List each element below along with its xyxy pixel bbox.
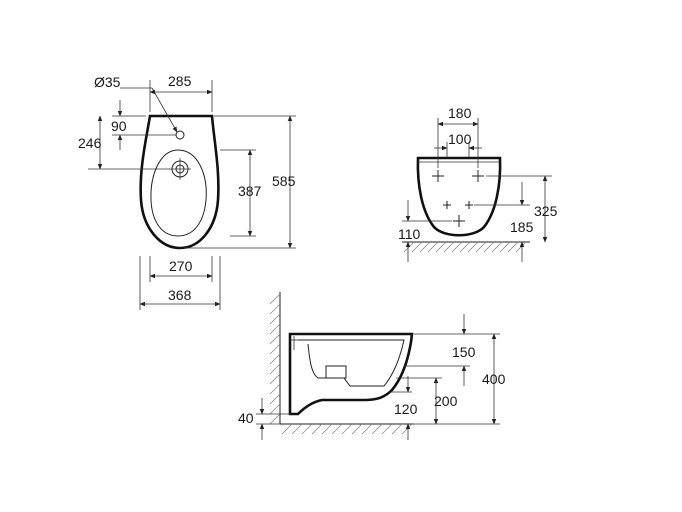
- dim-total-height: 400: [482, 371, 506, 387]
- tap-hole-icon: [175, 130, 185, 140]
- dim-total-length: 585: [272, 173, 296, 189]
- bolt-upper-right-icon: [472, 170, 484, 182]
- bolt-upper-left-icon: [432, 170, 444, 182]
- dim-hole-offset: 90: [111, 118, 127, 134]
- dim-width-total: 368: [168, 287, 192, 303]
- dim-floor-gap: 40: [238, 410, 254, 426]
- side-view-outline: [288, 332, 414, 416]
- rear-view-outline: [416, 156, 502, 237]
- rear-view: 180 100 325 185 110: [398, 105, 558, 262]
- top-view-bowl-outline: [139, 114, 220, 250]
- dim-rim-depth: 150: [452, 344, 476, 360]
- side-view: 150 400 200 120 40: [238, 292, 506, 440]
- dim-height-bottom: 110: [398, 226, 421, 242]
- top-view-inner-basin: [150, 149, 207, 237]
- dim-outlet-offset: 120: [394, 401, 418, 417]
- floor-hatch: [281, 423, 413, 435]
- bolt-mid-left-icon: [443, 201, 451, 209]
- dim-height-upper: 325: [534, 203, 558, 219]
- side-view-outlet: [325, 365, 347, 379]
- top-view: Ø35 285 90 246 387 585 270: [78, 73, 296, 310]
- rear-floor-hatch: [403, 241, 527, 253]
- dim-outlet-height: 200: [434, 393, 458, 409]
- dim-width-inner: 270: [169, 258, 193, 274]
- dim-bolt-spacing-inner: 100: [448, 131, 472, 147]
- dim-height-lower: 185: [510, 219, 534, 235]
- dim-hole-to-rear: 246: [78, 135, 102, 151]
- dim-bolt-spacing-outer: 180: [448, 105, 472, 121]
- dim-width-top: 285: [168, 73, 192, 89]
- drain-cross-icon: [453, 215, 465, 227]
- bolt-mid-right-icon: [465, 201, 473, 209]
- dim-inner-length: 387: [238, 183, 262, 199]
- dim-hole-diameter: Ø35: [94, 74, 121, 90]
- side-view-bowl: [298, 339, 405, 387]
- wall-hatch: [269, 293, 281, 425]
